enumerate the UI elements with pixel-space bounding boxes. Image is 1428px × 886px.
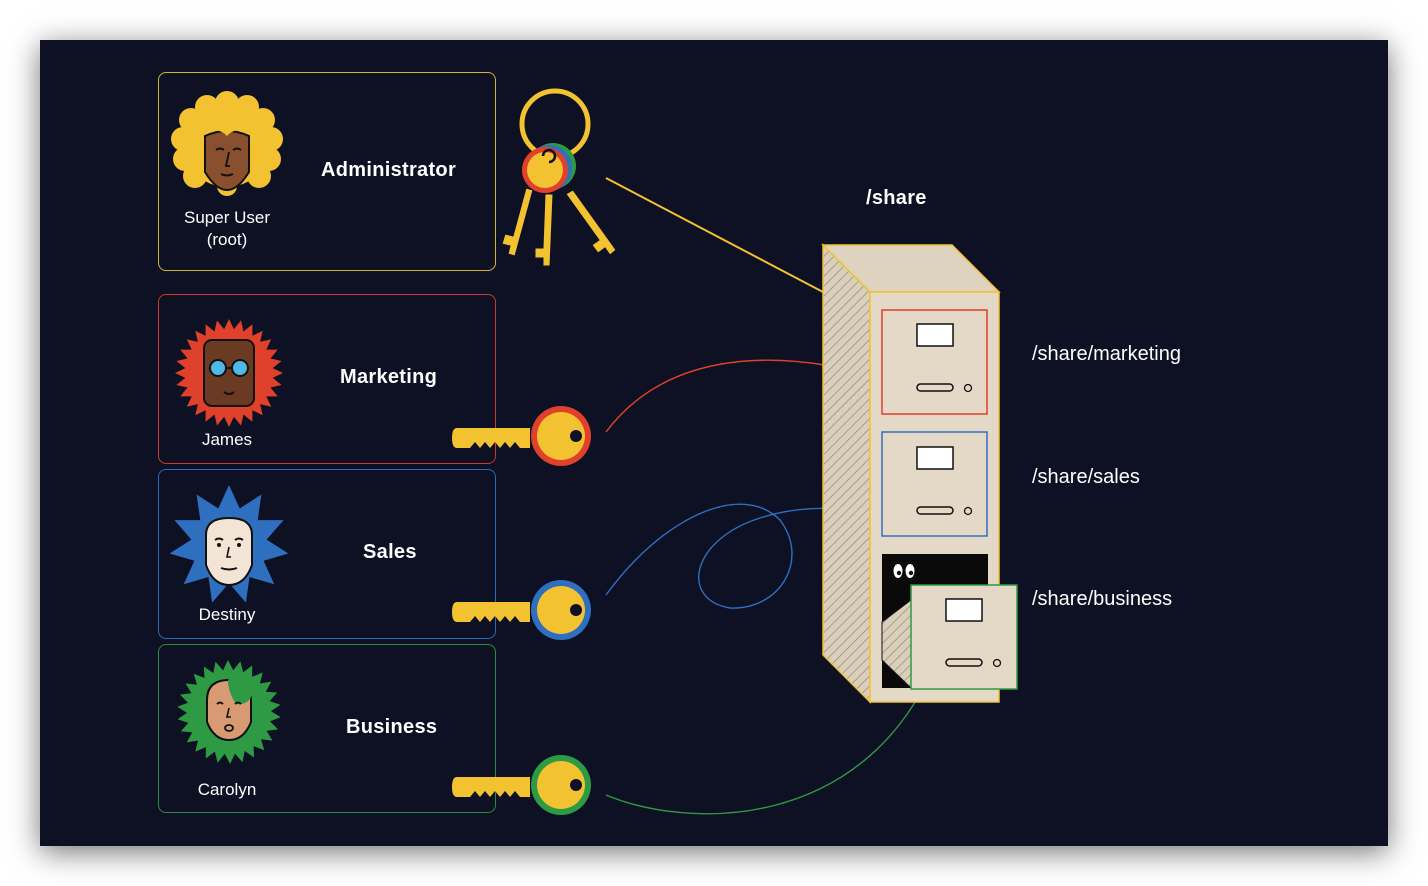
carolyn-avatar <box>177 660 281 764</box>
business-drawer <box>881 554 1018 690</box>
admin-user-line1: Super User <box>184 208 270 227</box>
admin-avatar <box>171 91 283 196</box>
admin-connector <box>605 177 824 293</box>
sales-connector <box>605 503 895 609</box>
business-user-name: Carolyn <box>197 780 257 799</box>
business-card <box>158 644 496 813</box>
admin-user-name: Super User (root) <box>167 207 287 251</box>
diagram-graphics <box>169 88 1018 815</box>
marketing-user-name: James <box>201 430 253 449</box>
share-root-label: /share <box>866 187 927 209</box>
sales-user-name: Destiny <box>198 605 256 624</box>
business-key-icon <box>452 755 591 815</box>
marketing-card <box>158 294 496 464</box>
share-business-label: /share/business <box>1032 588 1173 610</box>
james-avatar <box>175 319 283 427</box>
sales-drawer <box>881 431 988 537</box>
admin-role-title: Administrator <box>321 159 457 181</box>
sales-role-title: Sales <box>363 541 417 563</box>
diagram-panel: Administrator Super User (root) Marketin… <box>40 40 1388 846</box>
sales-key-icon <box>452 580 591 640</box>
share-marketing-label: /share/marketing <box>1032 343 1181 365</box>
marketing-role-title: Marketing <box>340 366 438 388</box>
share-sales-label: /share/sales <box>1032 466 1140 488</box>
destiny-avatar <box>169 485 289 603</box>
marketing-key-icon <box>452 406 591 466</box>
master-keyring-icon <box>501 88 617 267</box>
admin-card <box>158 72 496 271</box>
business-role-title: Business <box>346 716 438 738</box>
business-connector <box>605 670 932 815</box>
filing-cabinet <box>821 243 1018 704</box>
marketing-drawer <box>881 309 988 415</box>
sales-card <box>158 469 496 639</box>
admin-user-line2: (root) <box>206 230 248 249</box>
